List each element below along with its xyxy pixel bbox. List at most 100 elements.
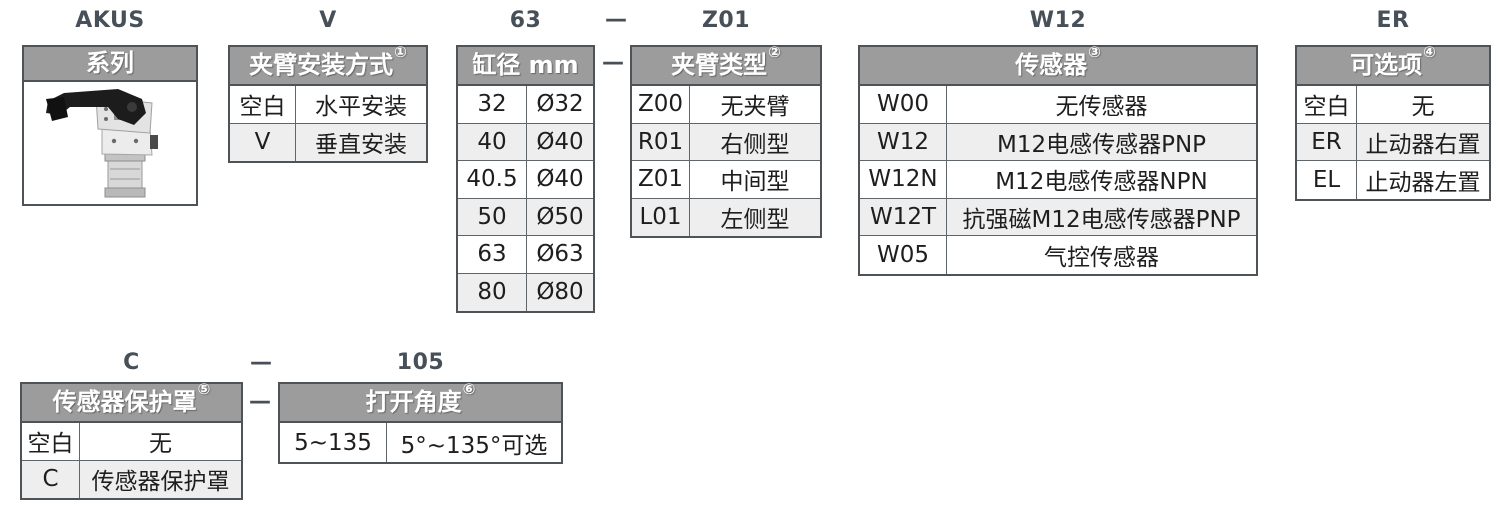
table-row: W05 气控传感器 (860, 236, 1256, 274)
code-sensor: W12 (1029, 8, 1087, 33)
footnote-5-marker: ⑤ (197, 380, 211, 398)
cell-code: C (22, 460, 80, 498)
cell-desc: 气控传感器 (1044, 244, 1159, 271)
table-row: 32 Ø32 (458, 86, 593, 124)
cell-desc: 无 (149, 431, 172, 458)
cell-code: 40.5 (458, 161, 527, 198)
table-row: Z01 中间型 (632, 161, 820, 199)
cell-code: L01 (632, 198, 690, 236)
cell-desc: 左侧型 (720, 207, 790, 234)
cell-desc: Ø63 (536, 241, 584, 268)
table-options-header-label: 可选项 (1350, 51, 1423, 79)
table-row: 5~135 5°~135°可选 (280, 423, 561, 462)
table-sensor-cover-header: 传感器保护罩⑤ (22, 382, 241, 423)
cell-code: W12T (860, 198, 947, 235)
table-series-header: 系列 (24, 47, 196, 82)
table-row: 空白 无 (22, 423, 241, 461)
cell-code: Z01 (632, 161, 690, 198)
table-arm-mounting-header: 夹臂安装方式① (230, 45, 426, 86)
footnote-1-marker: ① (394, 43, 407, 61)
cell-code: 空白 (22, 423, 80, 460)
cell-desc: Ø50 (536, 203, 584, 230)
code-mounting: V (319, 8, 337, 33)
table-row: ER 止动器右置 (1297, 123, 1489, 161)
cell-code: Z00 (632, 86, 690, 123)
table-row: 63 Ø63 (458, 236, 593, 274)
table-row: 50 Ø50 (458, 198, 593, 236)
cell-code: 50 (458, 198, 527, 235)
footnote-3-marker: ③ (1088, 43, 1101, 61)
code-separator-bottom: — (250, 350, 272, 375)
cell-desc: Ø32 (536, 91, 584, 118)
cell-desc: 5°~135°可选 (400, 432, 548, 459)
table-row: 40 Ø40 (458, 123, 593, 161)
cell-code: 63 (458, 236, 527, 273)
table-arm-type-header-label: 夹臂类型 (671, 51, 768, 79)
code-bore: 63 (509, 8, 542, 33)
table-sensor-header-label: 传感器 (1015, 51, 1088, 79)
cell-desc: 止动器右置 (1365, 131, 1481, 158)
table-row: W12 M12电感传感器PNP (860, 123, 1256, 161)
cell-desc: Ø80 (536, 279, 584, 306)
table-sensor-header: 传感器③ (860, 45, 1256, 86)
cell-code: 空白 (230, 86, 296, 123)
footnote-2-marker: ② (768, 43, 781, 61)
cell-code: 空白 (1297, 86, 1357, 123)
table-arm-type-header: 夹臂类型② (632, 45, 820, 86)
cell-desc: 抗强磁M12电感传感器PNP (962, 206, 1241, 233)
table-row: W00 无传感器 (860, 86, 1256, 124)
table-separator-bottom: — (249, 389, 271, 414)
table-opening-angle: 打开角度⑥ 5~135 5°~135°可选 (278, 382, 563, 464)
code-separator-top: — (605, 7, 627, 32)
code-angle: 105 (396, 350, 445, 375)
cell-code: W12 (860, 123, 947, 160)
cell-code: W05 (860, 236, 947, 274)
table-options-header: 可选项④ (1297, 45, 1489, 86)
table-row: 80 Ø80 (458, 273, 593, 311)
cell-desc: M12电感传感器NPN (995, 169, 1208, 196)
clamp-cylinder-product-image (46, 89, 158, 198)
cell-code: R01 (632, 123, 690, 160)
table-row: EL 止动器左置 (1297, 161, 1489, 199)
cell-code: 40 (458, 123, 527, 160)
table-opening-angle-header-label: 打开角度 (365, 388, 462, 416)
footnote-6-marker: ⑥ (462, 380, 476, 398)
cell-desc: 垂直安装 (315, 132, 407, 159)
table-sensor-cover: 传感器保护罩⑤ 空白 无 C 传感器保护罩 (20, 382, 243, 500)
cell-desc: 传感器保护罩 (91, 469, 230, 496)
table-arm-mounting: 夹臂安装方式① 空白 水平安装 V 垂直安装 (228, 45, 428, 163)
table-series: 系列 (22, 45, 198, 206)
table-sensor: 传感器③ W00 无传感器 W12 M12电感传感器PNP W12N M12电感… (858, 45, 1258, 276)
cell-code: EL (1297, 161, 1357, 199)
table-sensor-cover-header-label: 传感器保护罩 (52, 388, 197, 416)
cell-desc: 无 (1411, 94, 1435, 121)
cell-code: 32 (458, 86, 527, 123)
cell-desc: Ø40 (536, 128, 584, 155)
cell-code: ER (1297, 123, 1357, 160)
table-row: W12T 抗强磁M12电感传感器PNP (860, 198, 1256, 236)
cell-desc: 无传感器 (1055, 94, 1148, 121)
table-bore-diameter: 缸径 mm 32 Ø32 40 Ø40 40.5 Ø40 50 Ø50 63 Ø… (456, 45, 595, 313)
code-cover: C (123, 350, 140, 375)
product-image-cell (24, 82, 196, 204)
table-row: C 传感器保护罩 (22, 460, 241, 498)
cell-desc: 无夹臂 (720, 94, 790, 121)
table-options: 可选项④ 空白 无 ER 止动器右置 EL 止动器左置 (1295, 45, 1491, 201)
cell-desc: 右侧型 (720, 131, 790, 158)
table-row: W12N M12电感传感器NPN (860, 161, 1256, 199)
cell-desc: 中间型 (720, 169, 790, 196)
cell-code: V (230, 123, 296, 161)
cell-code: W00 (860, 86, 947, 123)
table-row: 空白 水平安装 (230, 86, 426, 124)
cell-desc: 止动器左置 (1365, 169, 1481, 196)
table-arm-mounting-header-label: 夹臂安装方式 (249, 51, 394, 79)
table-arm-type: 夹臂类型② Z00 无夹臂 R01 右侧型 Z01 中间型 L01 左侧型 (630, 45, 822, 238)
code-series: AKUS (75, 8, 145, 33)
cell-desc: Ø40 (536, 166, 584, 193)
table-row: R01 右侧型 (632, 123, 820, 161)
cell-code: W12N (860, 161, 947, 198)
footnote-4-marker: ④ (1423, 43, 1436, 61)
table-opening-angle-header: 打开角度⑥ (280, 382, 561, 423)
table-row: L01 左侧型 (632, 198, 820, 236)
